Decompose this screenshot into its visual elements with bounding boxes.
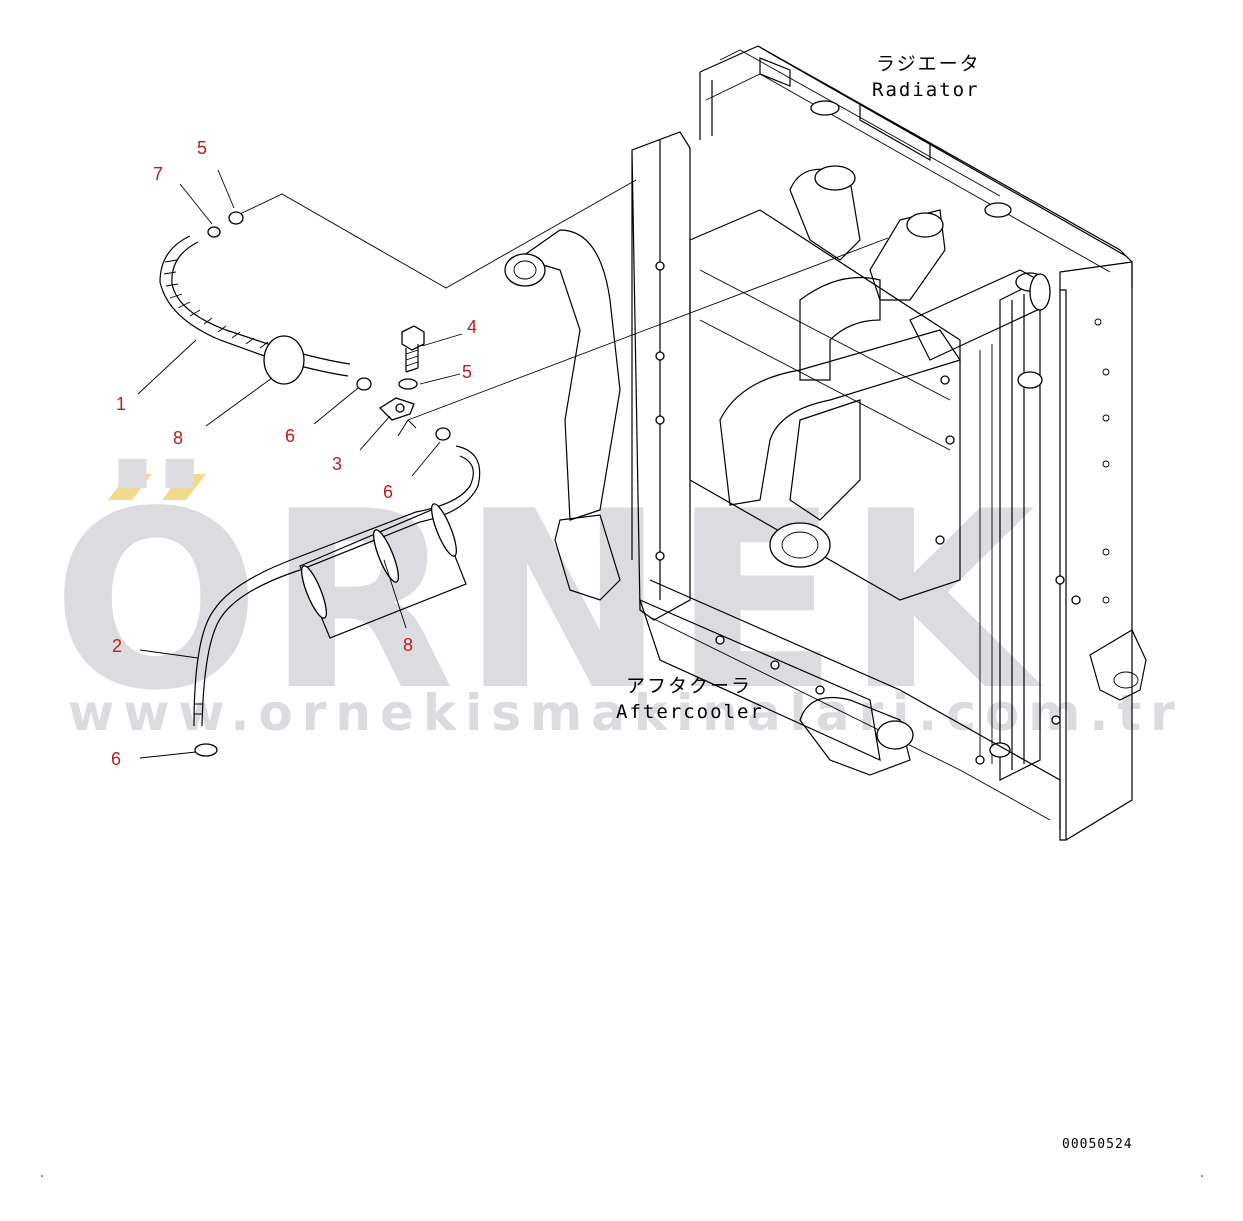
callout-8-lower: 8 bbox=[403, 635, 413, 655]
corner-mark-right bbox=[1201, 1175, 1203, 1177]
callout-7: 7 bbox=[153, 164, 163, 184]
aftercooler-frame bbox=[631, 131, 691, 621]
radiator-label-en: Radiator bbox=[872, 79, 980, 101]
callout-6-right: 6 bbox=[383, 482, 393, 502]
clamp-6-top bbox=[228, 211, 244, 225]
watermark-accent-right bbox=[162, 474, 206, 500]
callout-1: 1 bbox=[116, 394, 126, 414]
intercooler-hose-left bbox=[504, 229, 621, 601]
radiator-cap-2 bbox=[984, 202, 1012, 218]
watermark-brand: ÖRNEK bbox=[52, 458, 1043, 744]
callout-4: 4 bbox=[467, 317, 477, 337]
clip-3 bbox=[378, 397, 415, 421]
drawing-code: 00050524 bbox=[1062, 1137, 1133, 1152]
protector-sheet bbox=[299, 503, 467, 639]
callout-8-upper: 8 bbox=[173, 428, 183, 448]
band-clamp-8a bbox=[263, 335, 305, 385]
aftercooler-pipe bbox=[799, 269, 1051, 776]
radiator-side-panel bbox=[1059, 261, 1133, 841]
clamp-6-right bbox=[435, 427, 451, 441]
callout-5: 5 bbox=[462, 362, 472, 382]
callout-6-mid: 6 bbox=[285, 426, 295, 446]
callout-leaders bbox=[137, 169, 463, 759]
assembly-labels: ラジエータ Radiator アフタクーラ Aftercooler 000505… bbox=[616, 53, 1133, 1152]
radiator-hose-top bbox=[789, 165, 946, 301]
radiator-cap bbox=[810, 100, 840, 116]
radiator-label-jp: ラジエータ bbox=[876, 53, 981, 75]
hose-2 bbox=[193, 445, 481, 727]
watermark-accent-left bbox=[108, 474, 152, 500]
callout-numbers: 5 7 1 8 6 3 4 5 6 2 8 6 bbox=[111, 138, 477, 769]
washer-5 bbox=[398, 378, 418, 390]
radiator-assembly bbox=[504, 45, 1147, 841]
clamp-6-mid bbox=[356, 377, 372, 391]
corner-mark-left bbox=[41, 1175, 43, 1177]
aftercooler-label-jp: アフタクーラ bbox=[626, 675, 752, 697]
callout-6-bottom: 6 bbox=[111, 749, 121, 769]
callout-6-top: 5 bbox=[197, 138, 207, 158]
clamp-6-bottom bbox=[194, 743, 218, 757]
radiator-frame-top bbox=[699, 45, 1133, 288]
callout-2: 2 bbox=[112, 636, 122, 656]
aftercooler-label-en: Aftercooler bbox=[616, 701, 764, 723]
hose-1 bbox=[159, 235, 351, 377]
intercooler-hose-center bbox=[719, 276, 961, 568]
watermark: ÖRNEK www.ornekismakinalari.com.tr bbox=[52, 458, 1184, 744]
clamp-7 bbox=[207, 226, 221, 238]
reference-lines bbox=[239, 179, 889, 437]
bolt-4 bbox=[401, 325, 425, 373]
callout-3: 3 bbox=[332, 454, 342, 474]
frame-bolts bbox=[655, 261, 1081, 765]
watermark-url: www.ornekismakinalari.com.tr bbox=[68, 684, 1184, 742]
